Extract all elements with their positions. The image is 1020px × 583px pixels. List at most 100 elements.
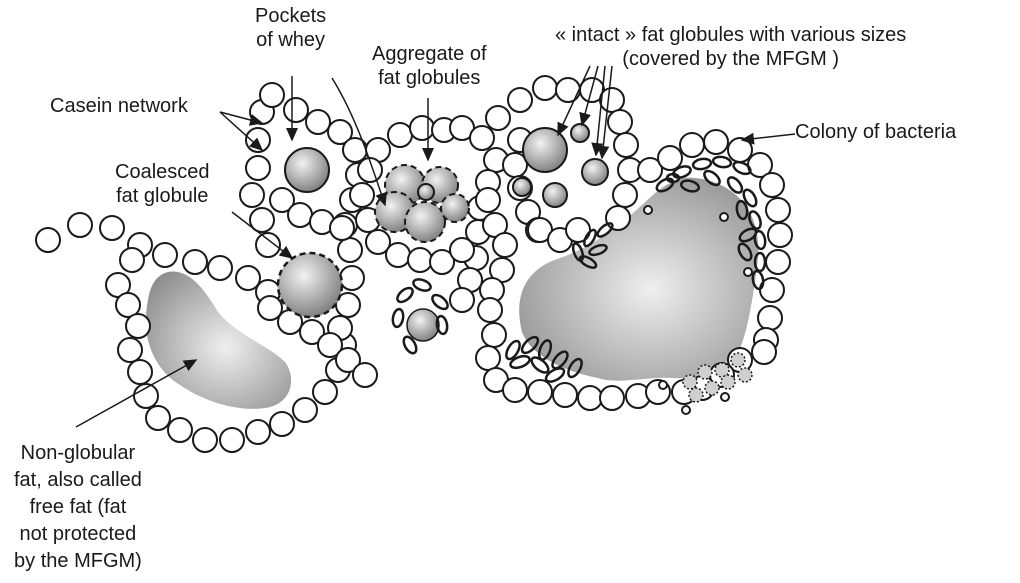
- casein-micelle-circle: [208, 256, 232, 280]
- casein-micelle-circle: [450, 288, 474, 312]
- casein-network-label: Casein network: [50, 94, 188, 118]
- casein-micelle-circle: [766, 198, 790, 222]
- bacterium-ellipse: [744, 268, 752, 276]
- casein-micelle-circle: [256, 233, 280, 257]
- casein-micelle-circle: [183, 250, 207, 274]
- casein-micelle-circle: [293, 398, 317, 422]
- bacterium-ellipse: [712, 156, 731, 169]
- casein-micelle-circle: [476, 188, 500, 212]
- intact-globules-label: « intact » fat globules with various siz…: [555, 23, 906, 71]
- casein-micelle-circle: [168, 418, 192, 442]
- casein-micelle-circle: [246, 156, 270, 180]
- fat-globule: [278, 253, 342, 317]
- bacterium-ellipse: [683, 375, 697, 389]
- casein-micelle-circle: [313, 380, 337, 404]
- casein-micelle-circle: [126, 314, 150, 338]
- casein-micelle-circle: [118, 338, 142, 362]
- fat-globule: [571, 124, 589, 142]
- casein-micelle-circle: [486, 106, 510, 130]
- casein-micelle-circle: [658, 146, 682, 170]
- casein-micelle-circle: [386, 243, 410, 267]
- bacterium-ellipse: [692, 158, 711, 171]
- bacterium-ellipse: [392, 308, 405, 327]
- casein-micelle-circle: [284, 98, 308, 122]
- bacterium-ellipse: [705, 381, 719, 395]
- casein-micelle-circle: [146, 406, 170, 430]
- casein-micelle-circle: [330, 216, 354, 240]
- bacterium-ellipse: [715, 363, 729, 377]
- bacterium-ellipse: [698, 365, 712, 379]
- fat-globule: [285, 148, 329, 192]
- fat-globule: [405, 202, 445, 242]
- bacterium-ellipse: [395, 285, 415, 304]
- casein-micelle-circle: [288, 203, 312, 227]
- bacterium-ellipse: [721, 393, 729, 401]
- bacterium-ellipse: [731, 353, 745, 367]
- casein-micelle-circle: [493, 233, 517, 257]
- bacterium-ellipse: [720, 213, 728, 221]
- casein-micelle-circle: [766, 250, 790, 274]
- casein-micelle-circle: [260, 83, 284, 107]
- bacterium-ellipse: [644, 206, 652, 214]
- casein-micelle-circle: [120, 248, 144, 272]
- casein-micelle-circle: [728, 138, 752, 162]
- casein-micelle-circle: [600, 386, 624, 410]
- arrow: [742, 134, 795, 140]
- casein-micelle-circle: [353, 363, 377, 387]
- casein-micelle-circle: [306, 110, 330, 134]
- casein-micelle-circle: [68, 213, 92, 237]
- casein-micelle-circle: [408, 248, 432, 272]
- casein-micelle-circle: [193, 428, 217, 452]
- casein-micelle-circle: [240, 183, 264, 207]
- casein-micelle-circle: [528, 380, 552, 404]
- casein-micelle-circle: [553, 383, 577, 407]
- casein-micelle-circle: [680, 133, 704, 157]
- casein-micelle-circle: [556, 78, 580, 102]
- casein-micelle-circle: [246, 420, 270, 444]
- casein-micelle-circle: [338, 238, 362, 262]
- casein-micelle-circle: [100, 216, 124, 240]
- casein-micelle-circle: [388, 123, 412, 147]
- bacterium-ellipse: [412, 277, 432, 293]
- casein-micelle-circle: [410, 116, 434, 140]
- casein-micelle-circle: [760, 173, 784, 197]
- fat-mass-region: [519, 178, 758, 381]
- casein-micelle-circle: [270, 412, 294, 436]
- casein-micelle-circle: [153, 243, 177, 267]
- casein-micelle-circle: [350, 183, 374, 207]
- coalesced-globule-label: Coalescedfat globule: [115, 160, 210, 208]
- casein-micelle-circle: [508, 88, 532, 112]
- casein-micelle-circle: [704, 130, 728, 154]
- bacterium-ellipse: [738, 368, 752, 382]
- casein-micelle-circle: [600, 88, 624, 112]
- casein-micelle-circle: [478, 298, 502, 322]
- casein-micelle-circle: [768, 223, 792, 247]
- colony-of-bacteria-label: Colony of bacteria: [795, 120, 956, 144]
- fat-globule: [582, 159, 608, 185]
- casein-micelle-circle: [36, 228, 60, 252]
- casein-micelle-circle: [482, 323, 506, 347]
- casein-micelle-circle: [220, 428, 244, 452]
- bacterium-ellipse: [682, 406, 690, 414]
- fat-globule: [441, 194, 469, 222]
- casein-micelle-circle: [503, 378, 527, 402]
- casein-micelle-circle: [606, 206, 630, 230]
- bacterium-ellipse: [689, 388, 703, 402]
- casein-micelle-circle: [470, 126, 494, 150]
- bacterium-ellipse: [509, 354, 531, 370]
- casein-micelle-circle: [450, 238, 474, 262]
- fat-globule: [407, 309, 439, 341]
- casein-micelle-circle: [578, 386, 602, 410]
- fat-globule: [523, 128, 567, 172]
- bacterium-ellipse: [430, 292, 450, 311]
- casein-micelle-circle: [476, 346, 500, 370]
- casein-micelle-circle: [340, 266, 364, 290]
- bacterium-ellipse: [721, 375, 735, 389]
- bacterium-ellipse: [659, 381, 667, 389]
- casein-micelle-circle: [128, 360, 152, 384]
- casein-micelle-circle: [608, 110, 632, 134]
